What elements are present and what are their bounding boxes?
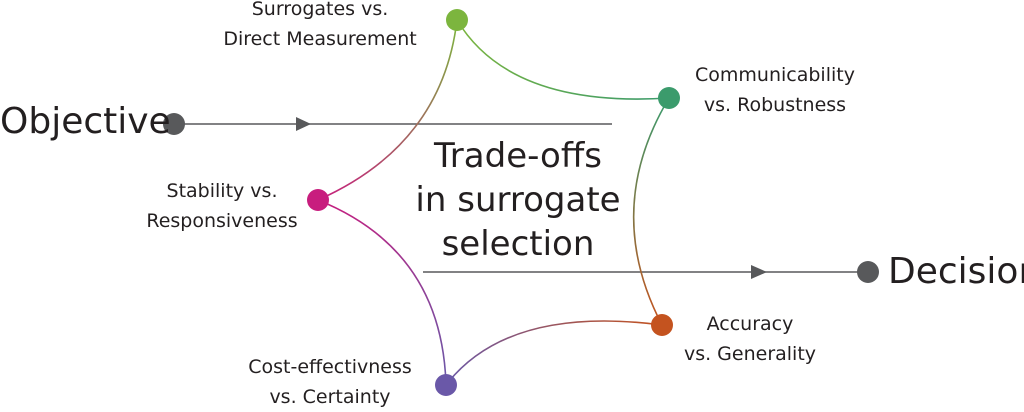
objective-endpoint [163,113,185,135]
label-stability-line-2: Responsiveness [146,210,298,232]
arc-cost-stability [317,199,447,386]
node-stability [307,189,329,211]
node-cost [435,374,457,396]
node-surrogates [446,9,468,31]
label-surrogates: Surrogates vs. Direct Measurement [212,0,428,54]
label-communicability-line-2: vs. Robustness [703,94,847,116]
center-title-line-2: in surrogate [415,180,621,220]
decision-arrowhead [751,265,767,279]
decision-endpoint [857,261,879,283]
arc-stability-surrogates [317,19,458,201]
label-accuracy-line-1: Accuracy [706,313,794,335]
label-communicability-line-1: Communicability [695,64,855,86]
label-communicability: Communicability vs. Robustness [680,60,870,120]
label-surrogates-line-1: Surrogates vs. [251,0,389,20]
label-stability-line-1: Stability vs. [166,180,278,202]
node-communicability [658,87,680,109]
arc-surrogates-communicability [456,19,670,100]
center-title: Trade-offs in surrogate selection [408,134,628,266]
center-title-line-3: selection [441,224,595,264]
arc-accuracy-cost [445,320,663,386]
objective-label: Objective [0,101,171,142]
label-surrogates-line-2: Direct Measurement [223,28,417,50]
label-stability: Stability vs. Responsiveness [136,176,308,236]
label-cost: Cost-effectivness vs. Certainty [230,352,430,412]
label-accuracy: Accuracy vs. Generality [680,309,820,369]
decision-label: Decision [888,251,1024,292]
node-accuracy [651,314,673,336]
arc-communicability-accuracy [632,97,670,326]
label-cost-line-1: Cost-effectivness [248,356,412,378]
label-cost-line-2: vs. Certainty [269,386,391,408]
center-title-line-1: Trade-offs [434,136,602,176]
label-accuracy-line-2: vs. Generality [683,343,817,365]
objective-arrowhead [296,117,311,131]
